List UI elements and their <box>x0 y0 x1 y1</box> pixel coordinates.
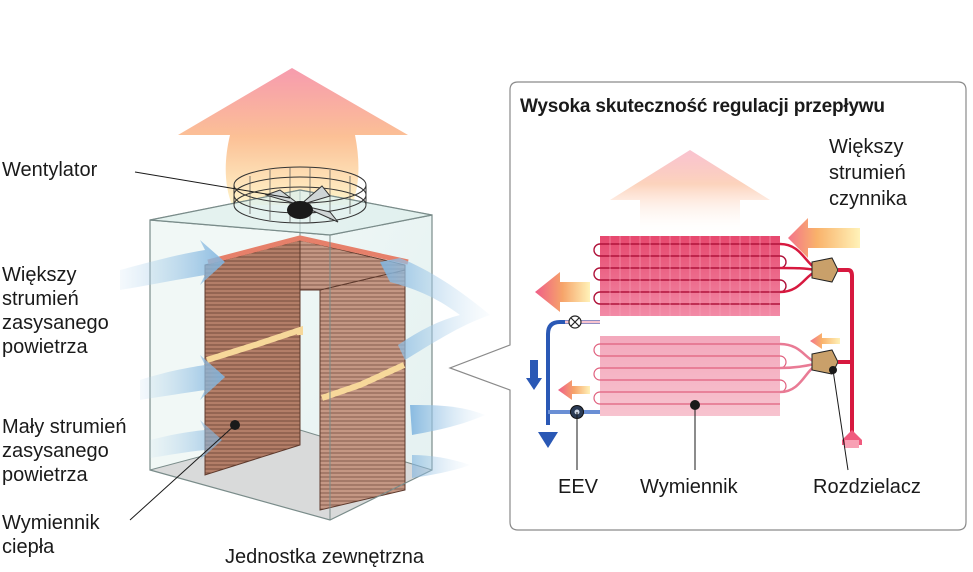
label-more-refrigerant-3: czynnika <box>829 188 907 210</box>
inset-title: Wysoka skuteczność regulacji przepływu <box>520 96 885 117</box>
hot-air-out-arrow <box>535 272 590 312</box>
label-more-air-1: Większy <box>2 264 77 286</box>
distributor-top <box>811 257 839 283</box>
outdoor-unit-illustration <box>120 68 490 521</box>
intake-air-arrow-top <box>120 240 225 290</box>
label-heat-exchanger-2: ciepła <box>2 536 55 558</box>
refrigerant-out-arrow <box>538 432 558 448</box>
side-air-out-low <box>412 455 470 478</box>
cold-return-pipe <box>546 320 600 425</box>
label-more-refrigerant-2: strumień <box>829 162 906 184</box>
hx-leader-line <box>129 424 236 521</box>
coil-mid-stripe <box>206 325 406 401</box>
hot-coil-fins <box>609 236 771 316</box>
fan-leader-line <box>134 171 291 199</box>
intake-air-arrow-mid <box>140 355 225 400</box>
side-air-out-mid <box>410 405 485 435</box>
inset-panel <box>448 81 967 531</box>
label-more-refrigerant-1: Większy <box>829 136 904 158</box>
label-fan: Wentylator <box>2 159 98 181</box>
inset-warm-exhaust <box>610 150 770 235</box>
label-heat-exchanger-1: Wymiennik <box>2 512 100 534</box>
cold-coil-block <box>600 336 780 416</box>
label-eev: EEV <box>558 476 599 498</box>
more-refrigerant-arrow <box>788 218 860 258</box>
coil-top-header <box>207 235 409 265</box>
warm-air-out-arrow <box>558 380 590 400</box>
coil-right-section <box>319 269 406 511</box>
eev-top-icon <box>568 315 582 329</box>
label-less-air-2: zasysanego <box>2 440 109 462</box>
hot-supply-pipe <box>838 268 854 432</box>
label-more-air-3: zasysanego <box>2 312 109 334</box>
label-less-air-3: powietrza <box>2 464 88 486</box>
label-distributor: Rozdzielacz <box>813 476 921 498</box>
label-less-air-1: Mały strumień <box>2 416 127 438</box>
intake-air-arrow-low <box>150 420 222 460</box>
fan-icon <box>233 166 367 224</box>
flow-down-arrow <box>526 360 542 390</box>
label-outdoor-unit: Jednostka zewnętrzna <box>225 546 425 568</box>
label-more-air-2: strumień <box>2 288 79 310</box>
less-refrigerant-arrow <box>810 333 840 349</box>
label-more-air-4: powietrza <box>2 336 88 358</box>
warm-exhaust-arrow <box>178 68 408 205</box>
label-exchanger: Wymiennik <box>640 476 738 498</box>
distributor-leader-line <box>832 369 849 471</box>
side-air-out-top <box>380 258 490 360</box>
